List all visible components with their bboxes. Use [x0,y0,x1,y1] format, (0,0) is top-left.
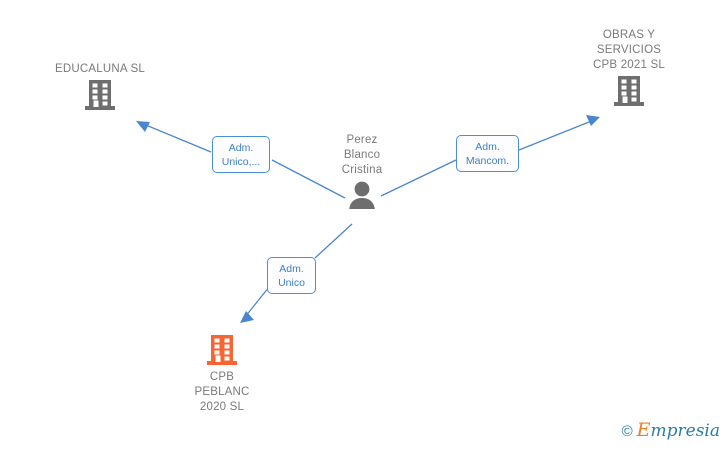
edge-label-adm-unico-educaluna[interactable]: Adm. Unico,... [212,136,270,173]
node-label-perez-blanco-cristina: Perez Blanco Cristina [341,134,383,176]
empresia-watermark: © Empresia [621,419,721,441]
node-label-cpb-peblanc: CPB PEBLANC 2020 SL [194,371,250,413]
person-icon [349,181,375,209]
empresia-brand-text: Empresia [636,419,721,441]
edge-perez-to-educaluna[interactable] [136,121,346,199]
brand-rest: mpresia [650,421,721,441]
node-label-obras-servicios: OBRAS Y SERVICIOS CPB 2021 SL [593,29,665,71]
arrowhead-icon [136,121,150,132]
arrowhead-icon [240,311,254,323]
graph-node-obras-servicios[interactable]: OBRAS Y SERVICIOS CPB 2021 SL [559,28,699,109]
edge-label-adm-unico-cpb-peblanc[interactable]: Adm. Unico [267,257,316,294]
copyright-icon: © [621,422,633,440]
edge-perez-to-obras-servicios[interactable] [380,115,600,197]
graph-node-perez-blanco-cristina[interactable]: Perez Blanco Cristina [292,133,432,212]
building-icon [85,80,115,110]
brand-initial: E [636,419,651,441]
edge-perez-to-cpb-peblanc[interactable] [240,223,353,323]
arrowhead-icon [586,115,600,126]
building-icon [207,335,237,365]
edge-label-adm-mancom-obras-servicios[interactable]: Adm. Mancom. [456,135,519,172]
graph-node-cpb-peblanc[interactable]: CPB PEBLANC 2020 SL [152,332,292,415]
node-label-educaluna: EDUCALUNA SL [55,63,145,75]
graph-node-educaluna[interactable]: EDUCALUNA SL [30,62,170,113]
building-icon [614,76,644,106]
